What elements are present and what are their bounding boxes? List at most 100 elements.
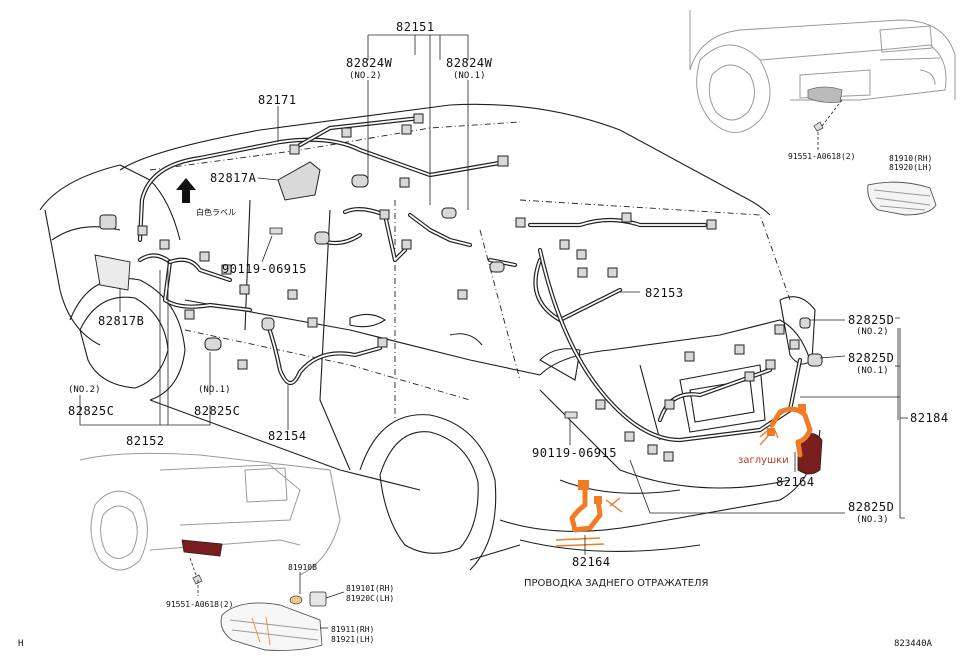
part-82825c-no1: 82825C bbox=[194, 404, 240, 418]
connector bbox=[399, 177, 410, 188]
annotation-plugs: заглушки bbox=[738, 455, 789, 466]
part-82825d-no2-sub: (NO.2) bbox=[856, 327, 889, 337]
screw-icon bbox=[192, 574, 203, 585]
connector bbox=[595, 399, 606, 410]
connector bbox=[199, 251, 210, 262]
part-81920-lh: 81920(LH) bbox=[889, 163, 932, 172]
connector bbox=[379, 209, 390, 220]
connector bbox=[413, 113, 424, 124]
plug-icon bbox=[798, 404, 806, 412]
connector bbox=[401, 239, 412, 250]
connector bbox=[684, 351, 695, 362]
bulb-icon bbox=[289, 595, 303, 605]
connector bbox=[664, 399, 675, 410]
plug-icon bbox=[578, 480, 589, 490]
connector bbox=[307, 317, 318, 328]
part-81910b: 81910B bbox=[288, 563, 317, 572]
connector bbox=[515, 217, 526, 228]
reflector-lamp-bottom bbox=[220, 602, 323, 651]
part-82825d-no1: 82825D bbox=[848, 351, 894, 365]
connector bbox=[765, 359, 776, 370]
connector bbox=[184, 309, 195, 320]
corner-label-left: H bbox=[18, 639, 23, 649]
connector bbox=[607, 267, 618, 278]
connector bbox=[237, 359, 248, 370]
connector bbox=[706, 219, 717, 230]
part-81911: 81911(RH) bbox=[331, 625, 374, 634]
part-82164-right: 82164 bbox=[776, 475, 815, 489]
bolt-icon bbox=[269, 227, 283, 235]
label-japanese: 白色ラベル bbox=[196, 207, 236, 217]
part-82824w-no2-sub: (NO.2) bbox=[349, 71, 382, 81]
inset-top-right: 91551-A0618(2) 81910(RH) 81920(LH) bbox=[689, 10, 956, 216]
diagram-code: 823440A bbox=[894, 639, 933, 649]
connector bbox=[261, 317, 275, 331]
highlight-82164-bottom bbox=[555, 480, 623, 547]
connector bbox=[559, 239, 570, 250]
inset-reflector-top bbox=[807, 86, 843, 103]
harness-left-82152 bbox=[137, 253, 253, 313]
connector bbox=[789, 339, 800, 350]
connector bbox=[807, 353, 823, 367]
connector bbox=[239, 284, 250, 295]
part-90119-top: 90119-06915 bbox=[222, 262, 307, 276]
part-82825c-no2: 82825C bbox=[68, 404, 114, 418]
inset-bottom-left: 91551-A0618(2) 81910B 81910I(RH) 81920C(… bbox=[79, 452, 394, 651]
leader-lines bbox=[79, 34, 908, 555]
connector-block-82817b bbox=[94, 254, 131, 291]
connector bbox=[647, 444, 658, 455]
part-82825d-no1-sub: (NO.1) bbox=[856, 366, 889, 376]
connector bbox=[799, 317, 811, 329]
connector bbox=[221, 264, 232, 275]
part-82824w-no2: 82824W bbox=[346, 56, 393, 70]
connector bbox=[621, 212, 632, 223]
connector bbox=[314, 231, 330, 245]
annotation-reflector-wiring: ПРОВОДКА ЗАДНЕГО ОТРАЖАТЕЛЯ bbox=[524, 578, 709, 589]
vehicle-body bbox=[39, 103, 823, 571]
bolt-icon bbox=[564, 411, 578, 419]
harness-rear-82153 bbox=[487, 217, 803, 443]
connector-block-82817a bbox=[277, 161, 321, 201]
connector bbox=[663, 451, 674, 462]
connector bbox=[457, 289, 468, 300]
part-82154: 82154 bbox=[268, 429, 307, 443]
connector bbox=[489, 261, 505, 273]
connector bbox=[99, 214, 117, 230]
part-82824w-no1-sub: (NO.1) bbox=[453, 71, 486, 81]
part-81910-rh: 81910(RH) bbox=[889, 154, 932, 163]
part-82817b: 82817B bbox=[98, 314, 144, 328]
plug-icon bbox=[767, 428, 775, 436]
connector bbox=[287, 289, 298, 300]
connector bbox=[137, 225, 148, 236]
part-82825d-no3: 82825D bbox=[848, 500, 894, 514]
screw-icon bbox=[813, 121, 824, 132]
connectors bbox=[94, 113, 823, 462]
connector bbox=[576, 249, 587, 260]
part-82824w-no1: 82824W bbox=[446, 56, 493, 70]
connector bbox=[624, 431, 635, 442]
part-90119-bottom: 90119-06915 bbox=[532, 446, 617, 460]
connector bbox=[159, 239, 170, 250]
part-82817a: 82817A bbox=[210, 171, 257, 185]
connector bbox=[351, 174, 369, 188]
part-82151: 82151 bbox=[396, 20, 435, 34]
part-81920c: 81920C(LH) bbox=[346, 594, 394, 603]
connector bbox=[401, 124, 412, 135]
harness-roof-82171 bbox=[137, 115, 508, 243]
part-82184: 82184 bbox=[910, 411, 949, 425]
connector bbox=[341, 127, 352, 138]
part-81921: 81921(LH) bbox=[331, 635, 374, 644]
part-82152: 82152 bbox=[126, 434, 165, 448]
plug-icon bbox=[594, 496, 602, 504]
part-labels: 82151 82824W (NO.2) 82824W (NO.1) 82171 … bbox=[68, 20, 949, 569]
connector bbox=[497, 155, 509, 167]
part-82171: 82171 bbox=[258, 93, 297, 107]
socket-icon bbox=[309, 591, 327, 607]
part-81910i: 81910I(RH) bbox=[346, 584, 394, 593]
part-82825d-no3-sub: (NO.3) bbox=[856, 515, 889, 525]
front-arrow-icon bbox=[176, 178, 196, 203]
connector bbox=[377, 337, 388, 348]
part-82825d-no2: 82825D bbox=[848, 313, 894, 327]
connector bbox=[289, 144, 300, 155]
